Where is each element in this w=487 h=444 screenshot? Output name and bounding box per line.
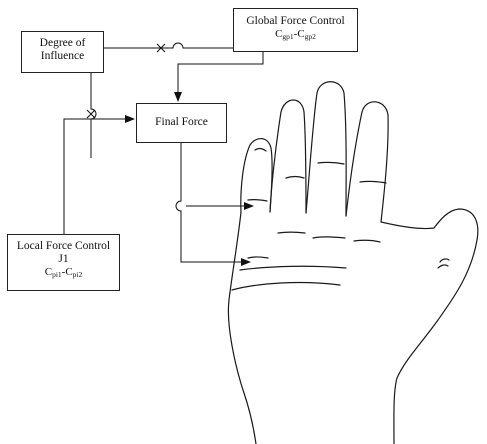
- middle-finger-outline: [305, 81, 347, 217]
- final-force-box: Final Force: [136, 103, 227, 143]
- local-label: Local Force Control: [16, 240, 111, 252]
- local-force-control-box: Local Force Control J1 Cpi1-Cpi2: [7, 234, 120, 291]
- hand-illustration: [227, 81, 479, 444]
- local-coefficients: Cpi1-Cpi2: [44, 266, 83, 280]
- final-force-label: Final Force: [155, 116, 208, 128]
- global-label: Global Force Control: [246, 15, 345, 27]
- global-to-final-arrow: [174, 52, 264, 102]
- influence-to-global-connector: [104, 42, 233, 53]
- final-to-hand-arrows: [175, 143, 254, 266]
- palm-left-outline: [227, 211, 257, 444]
- little-finger-outline: [240, 138, 273, 213]
- local-joint-label: J1: [58, 253, 69, 266]
- influence-down-connector: [86, 73, 97, 158]
- ring-finger-outline: [269, 99, 307, 214]
- index-finger-outline: [345, 101, 389, 223]
- influence-label-line2: Influence: [40, 50, 85, 63]
- influence-label-line1: Degree of: [39, 37, 86, 49]
- local-to-final-arrow: [63, 115, 135, 234]
- thumb-outline: [380, 208, 479, 444]
- global-coefficients: Cgp1-Cgp2: [275, 28, 316, 42]
- global-force-control-box: Global Force Control Cgp1-Cgp2: [233, 8, 358, 52]
- degree-of-influence-box: Degree of Influence: [21, 31, 104, 73]
